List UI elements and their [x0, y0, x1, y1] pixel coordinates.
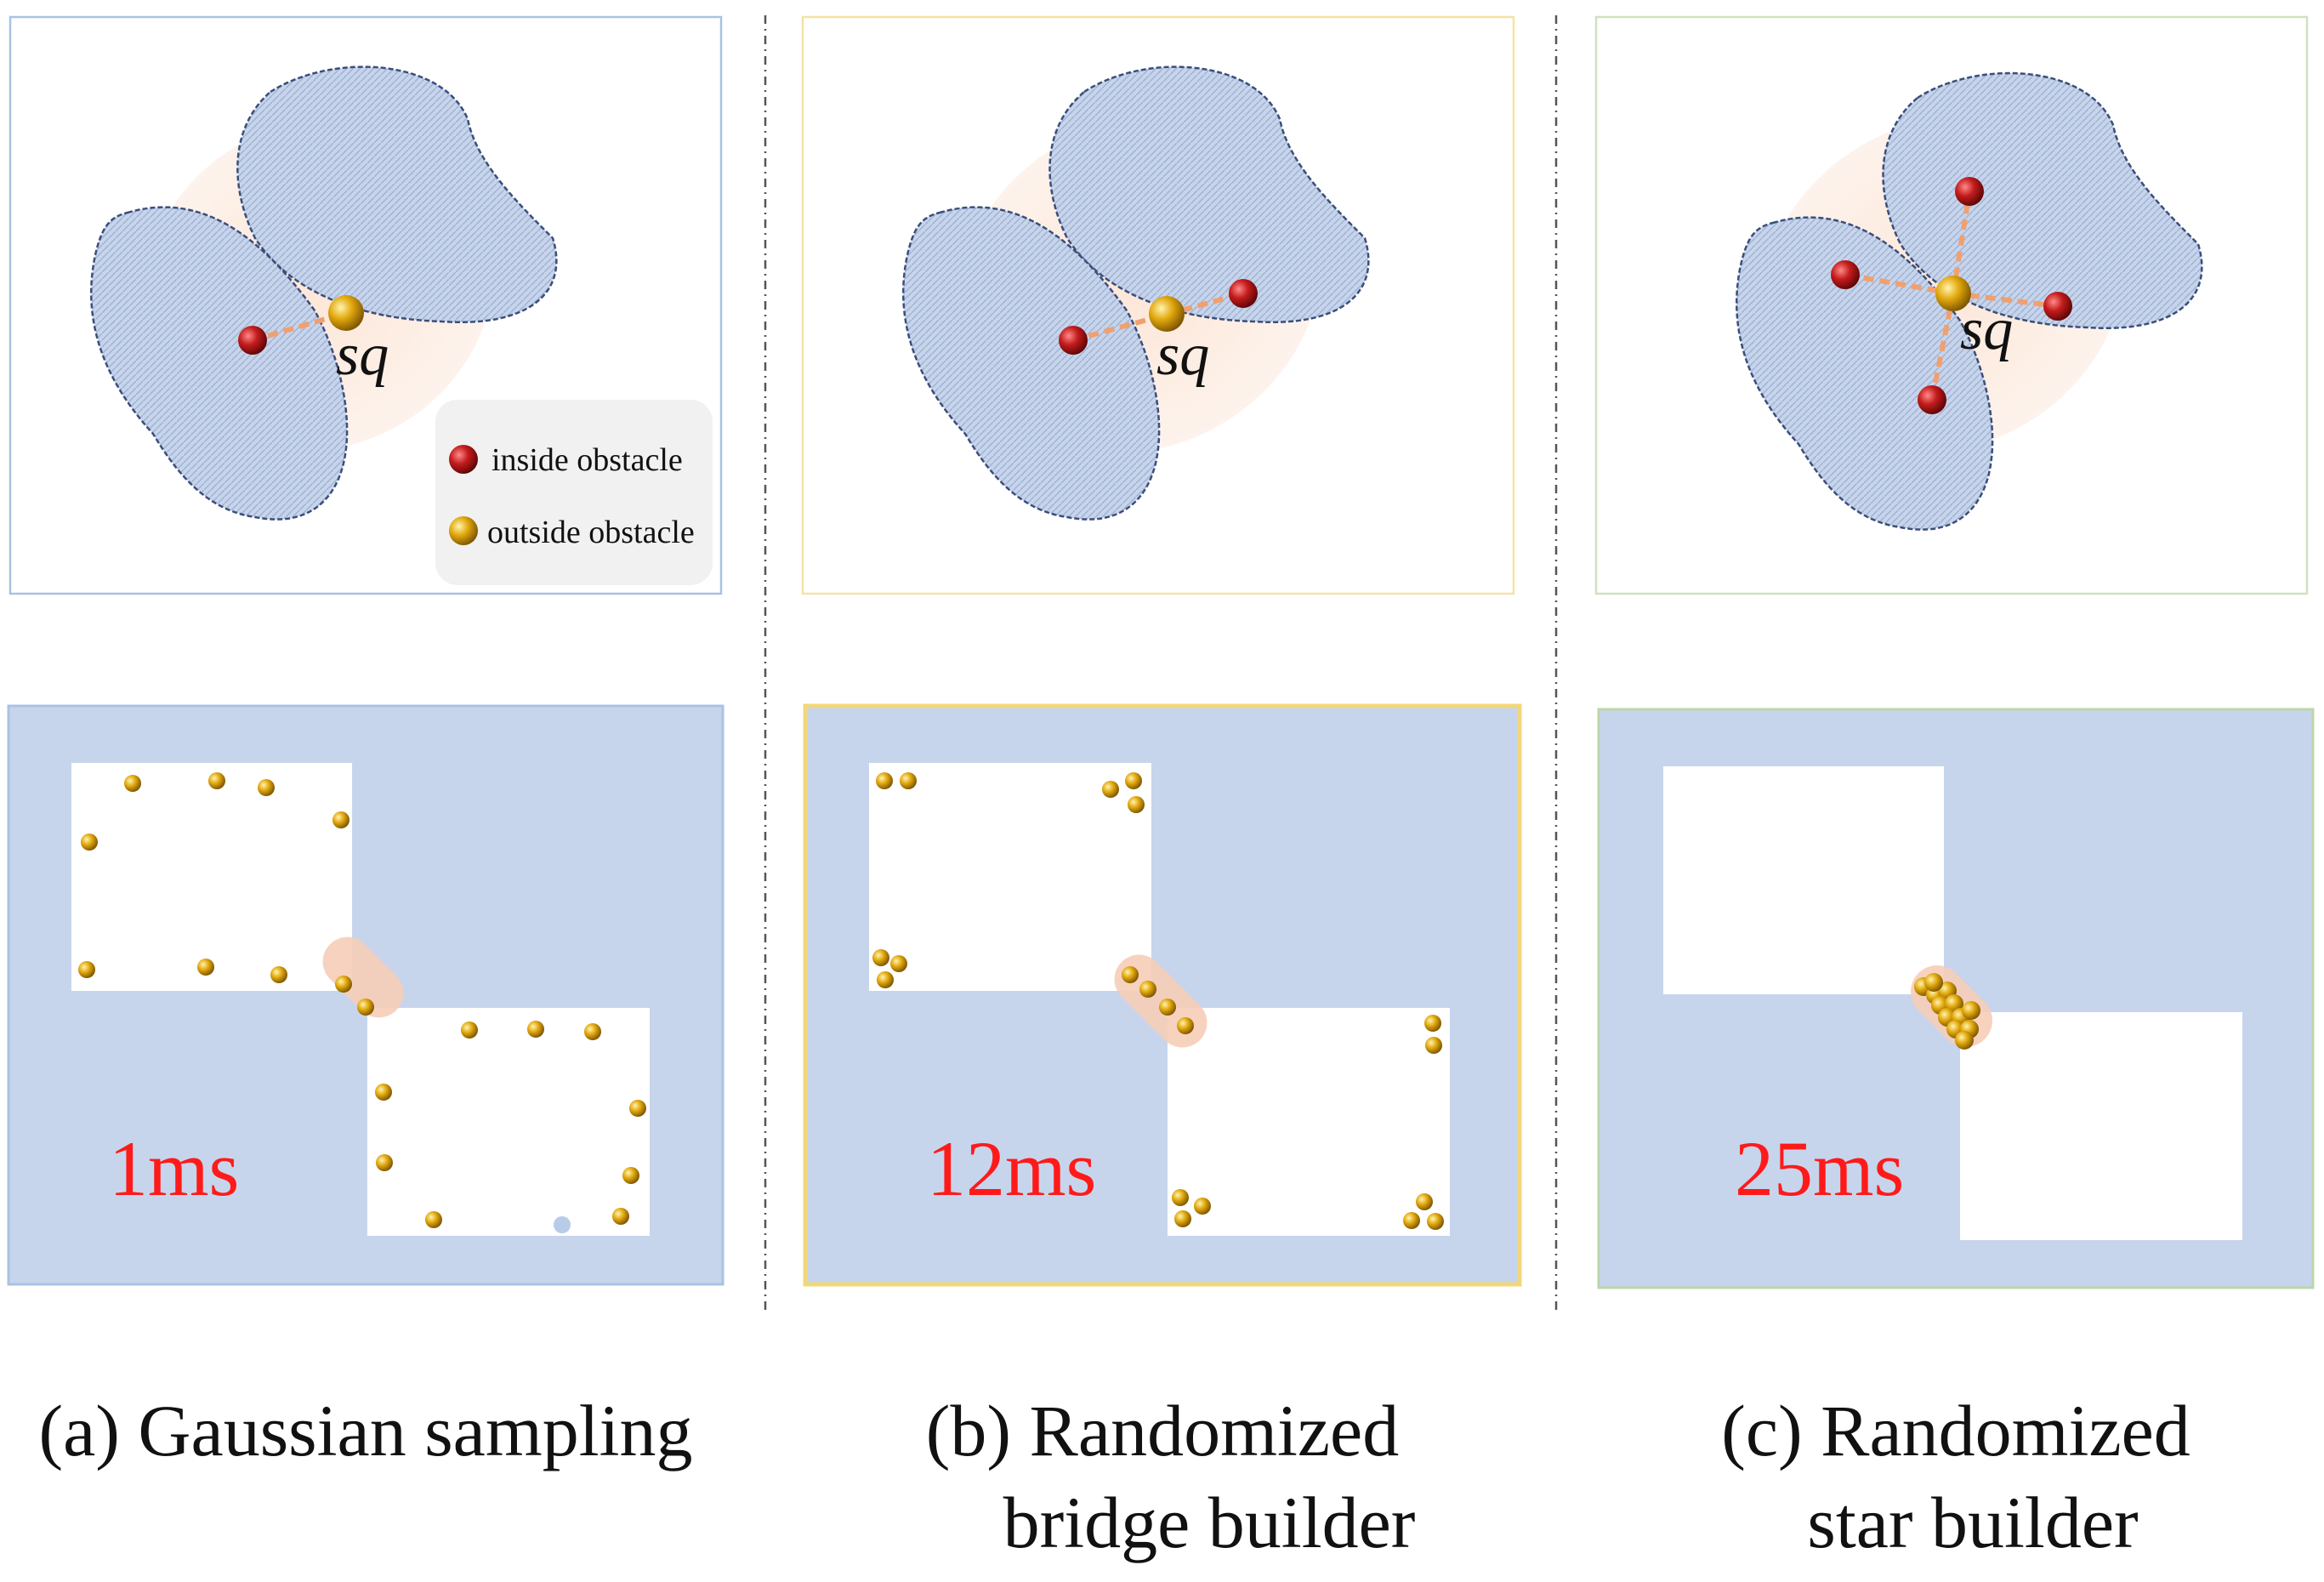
caption-a-line1: (a) Gaussian sampling [38, 1390, 693, 1471]
outside-sample [876, 772, 893, 789]
panel-c-top: sq [1594, 15, 2309, 595]
inside-sample [2043, 292, 2072, 321]
outside-sample [1174, 1210, 1191, 1227]
outside-sample [375, 1084, 392, 1101]
caption-c: (c) Randomized star builder [1599, 1385, 2313, 1568]
outside-sample [1962, 1001, 1980, 1020]
outside-sample [78, 961, 95, 978]
inside-sample [1918, 385, 1946, 414]
outside-sample [1955, 1031, 1974, 1050]
outside-samples [872, 772, 1444, 1230]
outside-sample [890, 955, 907, 972]
obstacle-right [1048, 65, 1370, 324]
outside-sample [1102, 781, 1119, 798]
outside-sample [1416, 1193, 1433, 1210]
legend-inside-icon [449, 445, 478, 474]
outside-sample [425, 1211, 442, 1228]
caption-c-line2: star builder [1807, 1482, 2139, 1563]
legend-inside-label: inside obstacle [492, 442, 683, 478]
outside-sample [872, 949, 889, 966]
caption-b: (b) Randomized bridge builder [805, 1385, 1520, 1568]
caption-a: (a) Gaussian sampling [9, 1385, 723, 1477]
free-room-lower [1960, 1012, 2242, 1240]
outside-sample [629, 1100, 646, 1117]
outside-sample [124, 775, 141, 792]
outside-samples-cluster [1914, 973, 1980, 1050]
outside-sample [81, 834, 98, 851]
outside-sample [622, 1167, 639, 1184]
query-sample [1935, 276, 1971, 311]
free-room-lower [367, 1008, 650, 1236]
time-label: 1ms [109, 1125, 239, 1212]
panel-a-top: sq inside obstacle outside obstacle [9, 15, 723, 595]
outside-sample [1425, 1037, 1442, 1054]
inside-sample [1955, 177, 1984, 206]
inside-sample [1229, 279, 1258, 308]
query-label: sq [1156, 322, 1209, 388]
passage-highlight [322, 936, 404, 1018]
obstacle-right [1882, 71, 2203, 330]
outside-sample [270, 966, 287, 983]
outside-sample [1403, 1212, 1420, 1229]
outside-sample [332, 811, 349, 828]
query-label: sq [1960, 297, 2013, 362]
panel-b-bottom: 12ms [803, 703, 1522, 1287]
inside-sample [1831, 260, 1860, 289]
outside-sample [1128, 796, 1145, 813]
legend-outside-label: outside obstacle [487, 515, 695, 550]
outside-sample [1427, 1213, 1444, 1230]
outside-sample [612, 1208, 629, 1225]
query-sample [1149, 296, 1185, 332]
outside-sample [258, 779, 275, 796]
free-room-upper [869, 763, 1151, 991]
time-label: 25ms [1735, 1125, 1904, 1212]
legend-box [435, 400, 713, 585]
outside-sample [584, 1023, 601, 1040]
outside-sample [1424, 1015, 1441, 1032]
outside-sample [208, 772, 225, 789]
outside-sample [197, 959, 214, 976]
panel-b-top: sq [801, 15, 1515, 595]
outside-sample [376, 1154, 393, 1171]
panel-a-bottom: 1ms [7, 704, 724, 1286]
outside-sample [900, 772, 917, 789]
outside-sample [1122, 966, 1139, 983]
outside-sample [1194, 1198, 1211, 1215]
outside-samples [78, 772, 646, 1233]
panel-c-bottom: 25ms [1597, 708, 2315, 1289]
obstacle-left [1736, 216, 1994, 531]
outside-sample [357, 999, 374, 1016]
caption-c-line1: (c) Randomized [1721, 1390, 2190, 1471]
query-label: sq [336, 322, 389, 388]
outside-sample [527, 1021, 544, 1038]
outside-sample [1172, 1189, 1189, 1206]
obstacle-left [90, 206, 349, 521]
obstacle-left [902, 206, 1161, 521]
time-label: 12ms [927, 1125, 1096, 1212]
outside-sample [461, 1021, 478, 1039]
outside-sample [1139, 981, 1156, 998]
free-room-upper [1663, 766, 1944, 994]
query-sample [328, 295, 364, 331]
legend-outside-icon [449, 516, 478, 545]
inside-sample [238, 326, 267, 355]
inside-sample [1059, 326, 1088, 355]
obstacle-sample-faded [554, 1216, 571, 1233]
outside-sample [1177, 1017, 1194, 1034]
outside-sample [335, 976, 352, 993]
caption-b-line2: bridge builder [1003, 1482, 1416, 1563]
outside-sample [1924, 973, 1943, 992]
outside-sample [1159, 999, 1176, 1016]
free-room-upper [71, 763, 352, 991]
outside-sample [1125, 772, 1142, 789]
outside-sample [877, 971, 894, 988]
obstacle-right [236, 65, 558, 324]
caption-b-line1: (b) Randomized [925, 1390, 1400, 1471]
free-room-lower [1168, 1008, 1450, 1236]
